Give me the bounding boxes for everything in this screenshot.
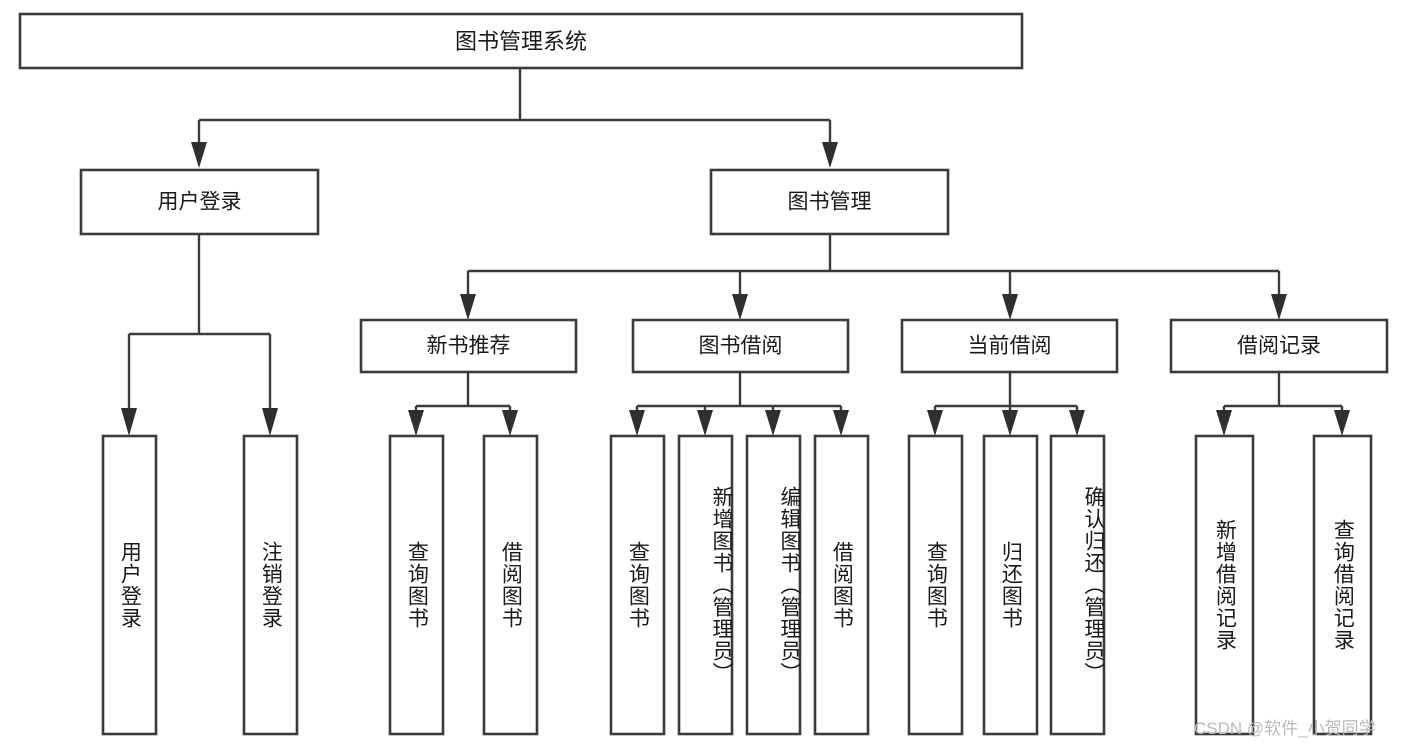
node-label-borrow-record: 借阅记录 bbox=[1237, 335, 1321, 358]
connector-group-user-login bbox=[121, 235, 278, 436]
arrow-head-leaf-user-logout bbox=[262, 408, 278, 436]
node-box-leaf-add-book[interactable] bbox=[677, 434, 734, 736]
arrow-head-leaf-query-book-2 bbox=[629, 410, 645, 436]
node-box-leaf-query-record[interactable] bbox=[1312, 434, 1373, 736]
node-box-leaf-edit-book[interactable] bbox=[745, 434, 802, 736]
connector-group-current-borrow bbox=[927, 372, 1085, 436]
node-box-borrow-record[interactable] bbox=[1169, 318, 1389, 374]
node-box-leaf-add-record[interactable] bbox=[1194, 434, 1255, 736]
arrow-head-leaf-return-book bbox=[1002, 410, 1018, 436]
arrow-head-leaf-query-record bbox=[1334, 410, 1350, 436]
node-box-user-login[interactable] bbox=[79, 168, 320, 236]
arrow-head-leaf-add-record bbox=[1216, 410, 1232, 436]
node-box-book-manage[interactable] bbox=[709, 168, 950, 236]
arrow-head-leaf-borrow-book-1 bbox=[502, 410, 518, 436]
arrow-head-leaf-add-book bbox=[697, 410, 713, 436]
arrow-head-borrow-record bbox=[1271, 294, 1287, 320]
connector-group-borrow-record bbox=[1216, 372, 1350, 436]
connector-group-new-book-recommend bbox=[408, 372, 518, 436]
arrow-head-leaf-query-book-1 bbox=[408, 410, 424, 436]
node-box-leaf-borrow-book-2[interactable] bbox=[813, 434, 870, 736]
node-label-current-borrow: 当前借阅 bbox=[968, 335, 1052, 358]
arrow-head-user-login bbox=[191, 142, 207, 168]
arrow-head-new-book-recommend bbox=[460, 294, 476, 320]
node-box-book-borrow[interactable] bbox=[631, 318, 850, 374]
arrow-head-leaf-confirm-return bbox=[1069, 410, 1085, 436]
node-box-leaf-user-logout[interactable] bbox=[242, 434, 299, 736]
node-label-book-borrow: 图书借阅 bbox=[699, 335, 783, 358]
node-box-leaf-borrow-book-1[interactable] bbox=[482, 434, 539, 736]
node-box-current-borrow[interactable] bbox=[900, 318, 1119, 374]
node-box-leaf-confirm-return[interactable] bbox=[1049, 434, 1106, 736]
node-box-leaf-query-book-2[interactable] bbox=[609, 434, 666, 736]
arrow-head-leaf-user-login bbox=[121, 408, 137, 436]
connector-group-root bbox=[191, 68, 838, 168]
node-box-leaf-query-book-1[interactable] bbox=[388, 434, 445, 736]
node-box-leaf-query-book-3[interactable] bbox=[907, 434, 964, 736]
arrow-head-book-borrow bbox=[732, 294, 748, 320]
node-label-book-manage: 图书管理 bbox=[788, 191, 872, 214]
node-box-leaf-user-login[interactable] bbox=[101, 434, 158, 736]
node-box-root[interactable] bbox=[18, 12, 1024, 70]
node-label-user-login: 用户登录 bbox=[158, 191, 242, 214]
arrow-head-book-manage bbox=[822, 142, 838, 168]
arrow-head-current-borrow bbox=[1002, 294, 1018, 320]
arrow-head-leaf-query-book-3 bbox=[927, 410, 943, 436]
node-label-new-book-recommend: 新书推荐 bbox=[427, 335, 511, 358]
connector-group-book-manage bbox=[460, 233, 1287, 320]
node-label-root: 图书管理系统 bbox=[455, 29, 587, 54]
node-box-new-book-recommend[interactable] bbox=[359, 318, 578, 374]
arrow-head-leaf-edit-book bbox=[765, 410, 781, 436]
connector-group-book-borrow bbox=[629, 372, 849, 436]
node-box-leaf-return-book[interactable] bbox=[982, 434, 1039, 736]
watermark-text: CSDN @软件_小贺同学 bbox=[1194, 719, 1376, 738]
arrow-head-leaf-borrow-book-2 bbox=[833, 410, 849, 436]
